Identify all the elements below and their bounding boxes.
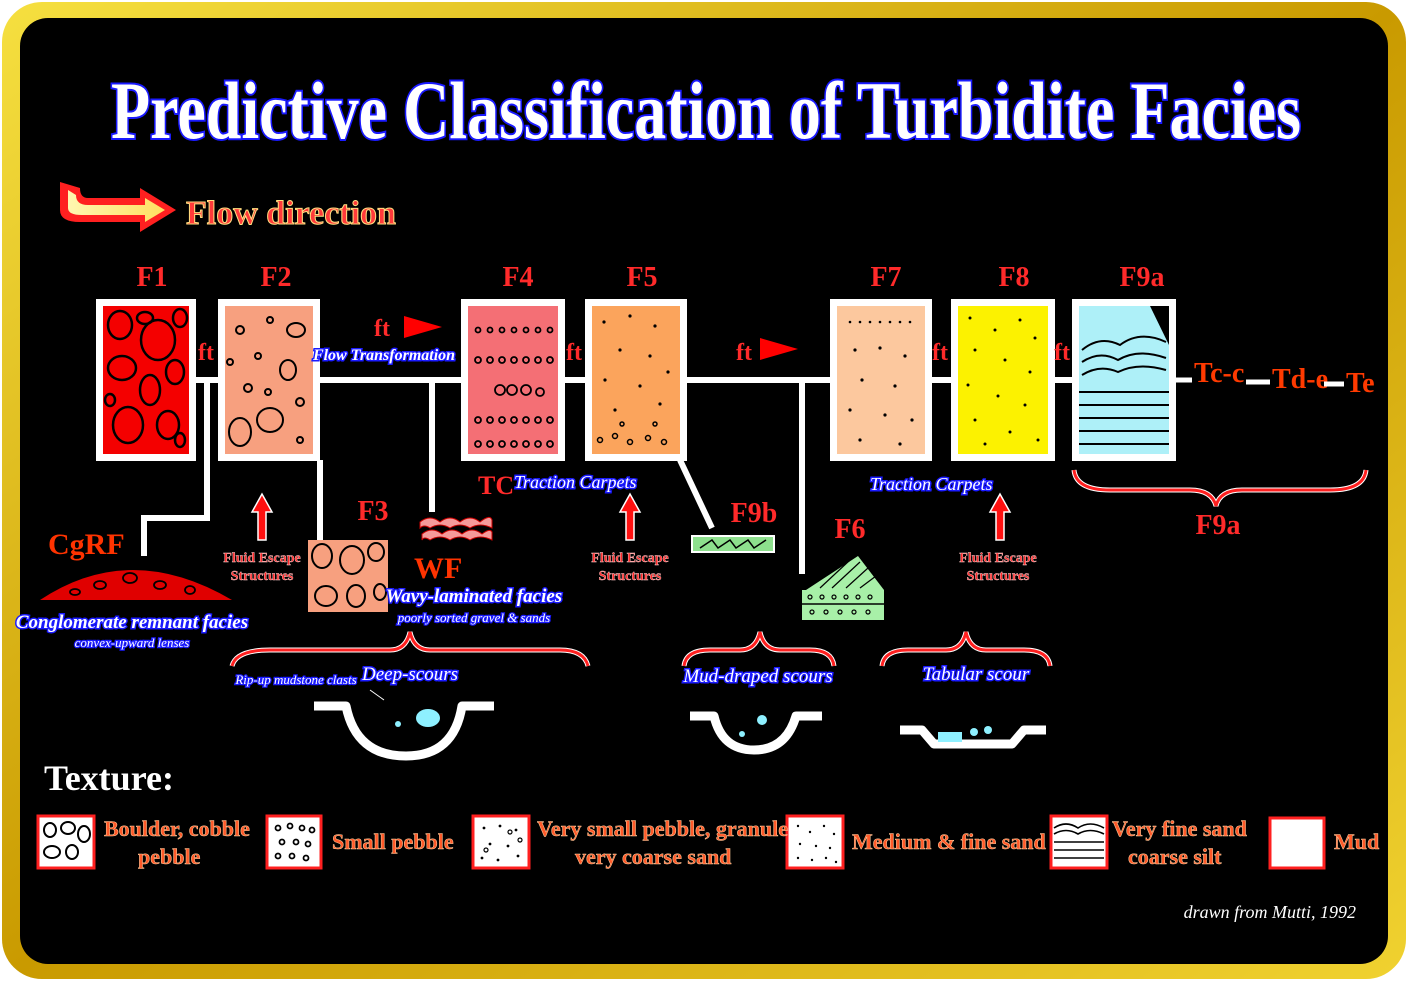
up-arrow-icon — [988, 492, 1012, 541]
credit: drawn from Mutti, 1992 — [1184, 902, 1356, 922]
boulder-texture — [311, 542, 387, 608]
f5-box — [592, 306, 680, 454]
ft-arrow-icon — [404, 316, 442, 338]
wf-layers — [419, 516, 493, 541]
clasts — [395, 709, 992, 742]
legend-label: Medium & fine sand — [852, 829, 1046, 854]
flow-arrow-icon — [60, 182, 176, 232]
te-label: Te — [1346, 368, 1375, 399]
legend-label: Mud — [1334, 829, 1379, 854]
page-title: Predictive Classification of Turbidite F… — [111, 65, 1301, 156]
fine-sand-texture — [966, 316, 1040, 446]
f6-layers — [802, 556, 884, 620]
f9a-box — [1079, 306, 1169, 454]
f4-label: F4 — [502, 262, 533, 293]
td-e-label: Td-e — [1272, 364, 1328, 395]
f5-label: F5 — [626, 262, 657, 293]
f7-box — [837, 306, 925, 454]
f7-label: F7 — [870, 262, 901, 293]
fluid-escape-label: Fluid Escape — [591, 551, 668, 566]
cgrf-label: CgRF — [48, 528, 125, 561]
te-connectors — [1176, 377, 1344, 387]
small-pebble-texture — [226, 316, 306, 447]
tc-label: TC — [478, 471, 514, 500]
ft-label: ft — [198, 340, 214, 366]
legend-label: Very small pebble, granule — [537, 816, 788, 841]
legend-label: pebble — [138, 844, 201, 869]
tabular-scour-label: Tabular scour — [923, 664, 1030, 685]
ft-label: ft — [1054, 340, 1070, 366]
ft-label: ft — [374, 316, 390, 342]
tc-c-label: Tc-c — [1194, 358, 1244, 389]
up-arrow-icon — [618, 492, 642, 541]
legend-label: Small pebble — [332, 829, 454, 854]
f8-box — [958, 306, 1048, 454]
legend-swatch-medium-sand — [785, 814, 845, 870]
f2-label: F2 — [260, 262, 291, 293]
cgrf-clasts — [69, 572, 196, 596]
texture-heading: Texture: — [44, 758, 174, 798]
ft-label: ft — [566, 340, 582, 366]
up-arrow-icon — [250, 492, 274, 541]
legend-swatch-mud — [1268, 816, 1326, 870]
rip-up-label: Rip-up mudstone clasts — [234, 672, 356, 687]
granule-texture — [474, 326, 554, 448]
medium-sand-texture — [848, 320, 914, 446]
ft-arrow-icon — [760, 338, 798, 360]
rip-up-pointer — [369, 689, 385, 701]
cgrf-name: Conglomerate remnant facies — [16, 612, 248, 633]
f3-label: F3 — [357, 496, 388, 527]
f8-label: F8 — [998, 262, 1029, 293]
laminae-texture — [1079, 335, 1169, 445]
f2-box — [225, 306, 313, 454]
mud-draped-label: Mud-draped scours — [682, 666, 832, 687]
fluid-escape-label: Fluid Escape — [959, 551, 1036, 566]
traction-carpets-label: Traction Carpets — [870, 474, 993, 494]
ft-label: ft — [932, 340, 948, 366]
wf-subtitle: poorly sorted gravel & sands — [397, 610, 550, 625]
brace-icon — [229, 469, 1369, 667]
fluid-escape-label: Structures — [599, 569, 662, 584]
fluid-escape-label: Structures — [231, 569, 294, 584]
legend-label: Very fine sand — [1112, 816, 1247, 841]
legend-label: Boulder, cobble — [104, 816, 250, 841]
legend-swatches — [36, 814, 1326, 870]
f9b-label: F9b — [731, 498, 778, 529]
wf-label: WF — [414, 552, 462, 585]
f4-box — [468, 306, 558, 454]
legend-label: very coarse sand — [575, 844, 731, 869]
coarse-sand-pebbles — [596, 421, 668, 446]
flow-transformation-label: Flow Transformation — [312, 347, 455, 364]
facies-sequence-line — [141, 377, 1075, 574]
f9b-ripples — [699, 538, 767, 550]
coarse-sand-texture — [602, 314, 670, 412]
mud-draped-scour-shape — [690, 711, 822, 755]
fluid-escape-arrows — [250, 492, 1012, 541]
cgrf-subtitle: convex-upward lenses — [75, 635, 190, 650]
legend-label: coarse silt — [1128, 844, 1222, 869]
tabular-scour-shape — [900, 725, 1046, 749]
traction-carpets-label: Traction Carpets — [514, 472, 637, 492]
scour-profiles — [314, 701, 1046, 761]
f9a-bottom-label: F9a — [1195, 510, 1240, 541]
f1-label: F1 — [136, 262, 167, 293]
wf-name: Wavy-laminated facies — [386, 586, 562, 607]
cgrf-lens — [40, 570, 232, 600]
fluid-escape-label: Structures — [967, 569, 1030, 584]
f9a-top-label: F9a — [1119, 262, 1164, 293]
fluid-escape-label: Fluid Escape — [223, 551, 300, 566]
f9a-wedge — [1150, 306, 1169, 345]
deep-scours-label: Deep-scours — [361, 664, 458, 685]
f6-label: F6 — [834, 514, 865, 545]
ft-label: ft — [736, 340, 752, 366]
flow-direction-label: Flow direction — [186, 195, 396, 232]
deep-scour-shape — [314, 701, 494, 761]
boulder-texture — [103, 307, 189, 449]
